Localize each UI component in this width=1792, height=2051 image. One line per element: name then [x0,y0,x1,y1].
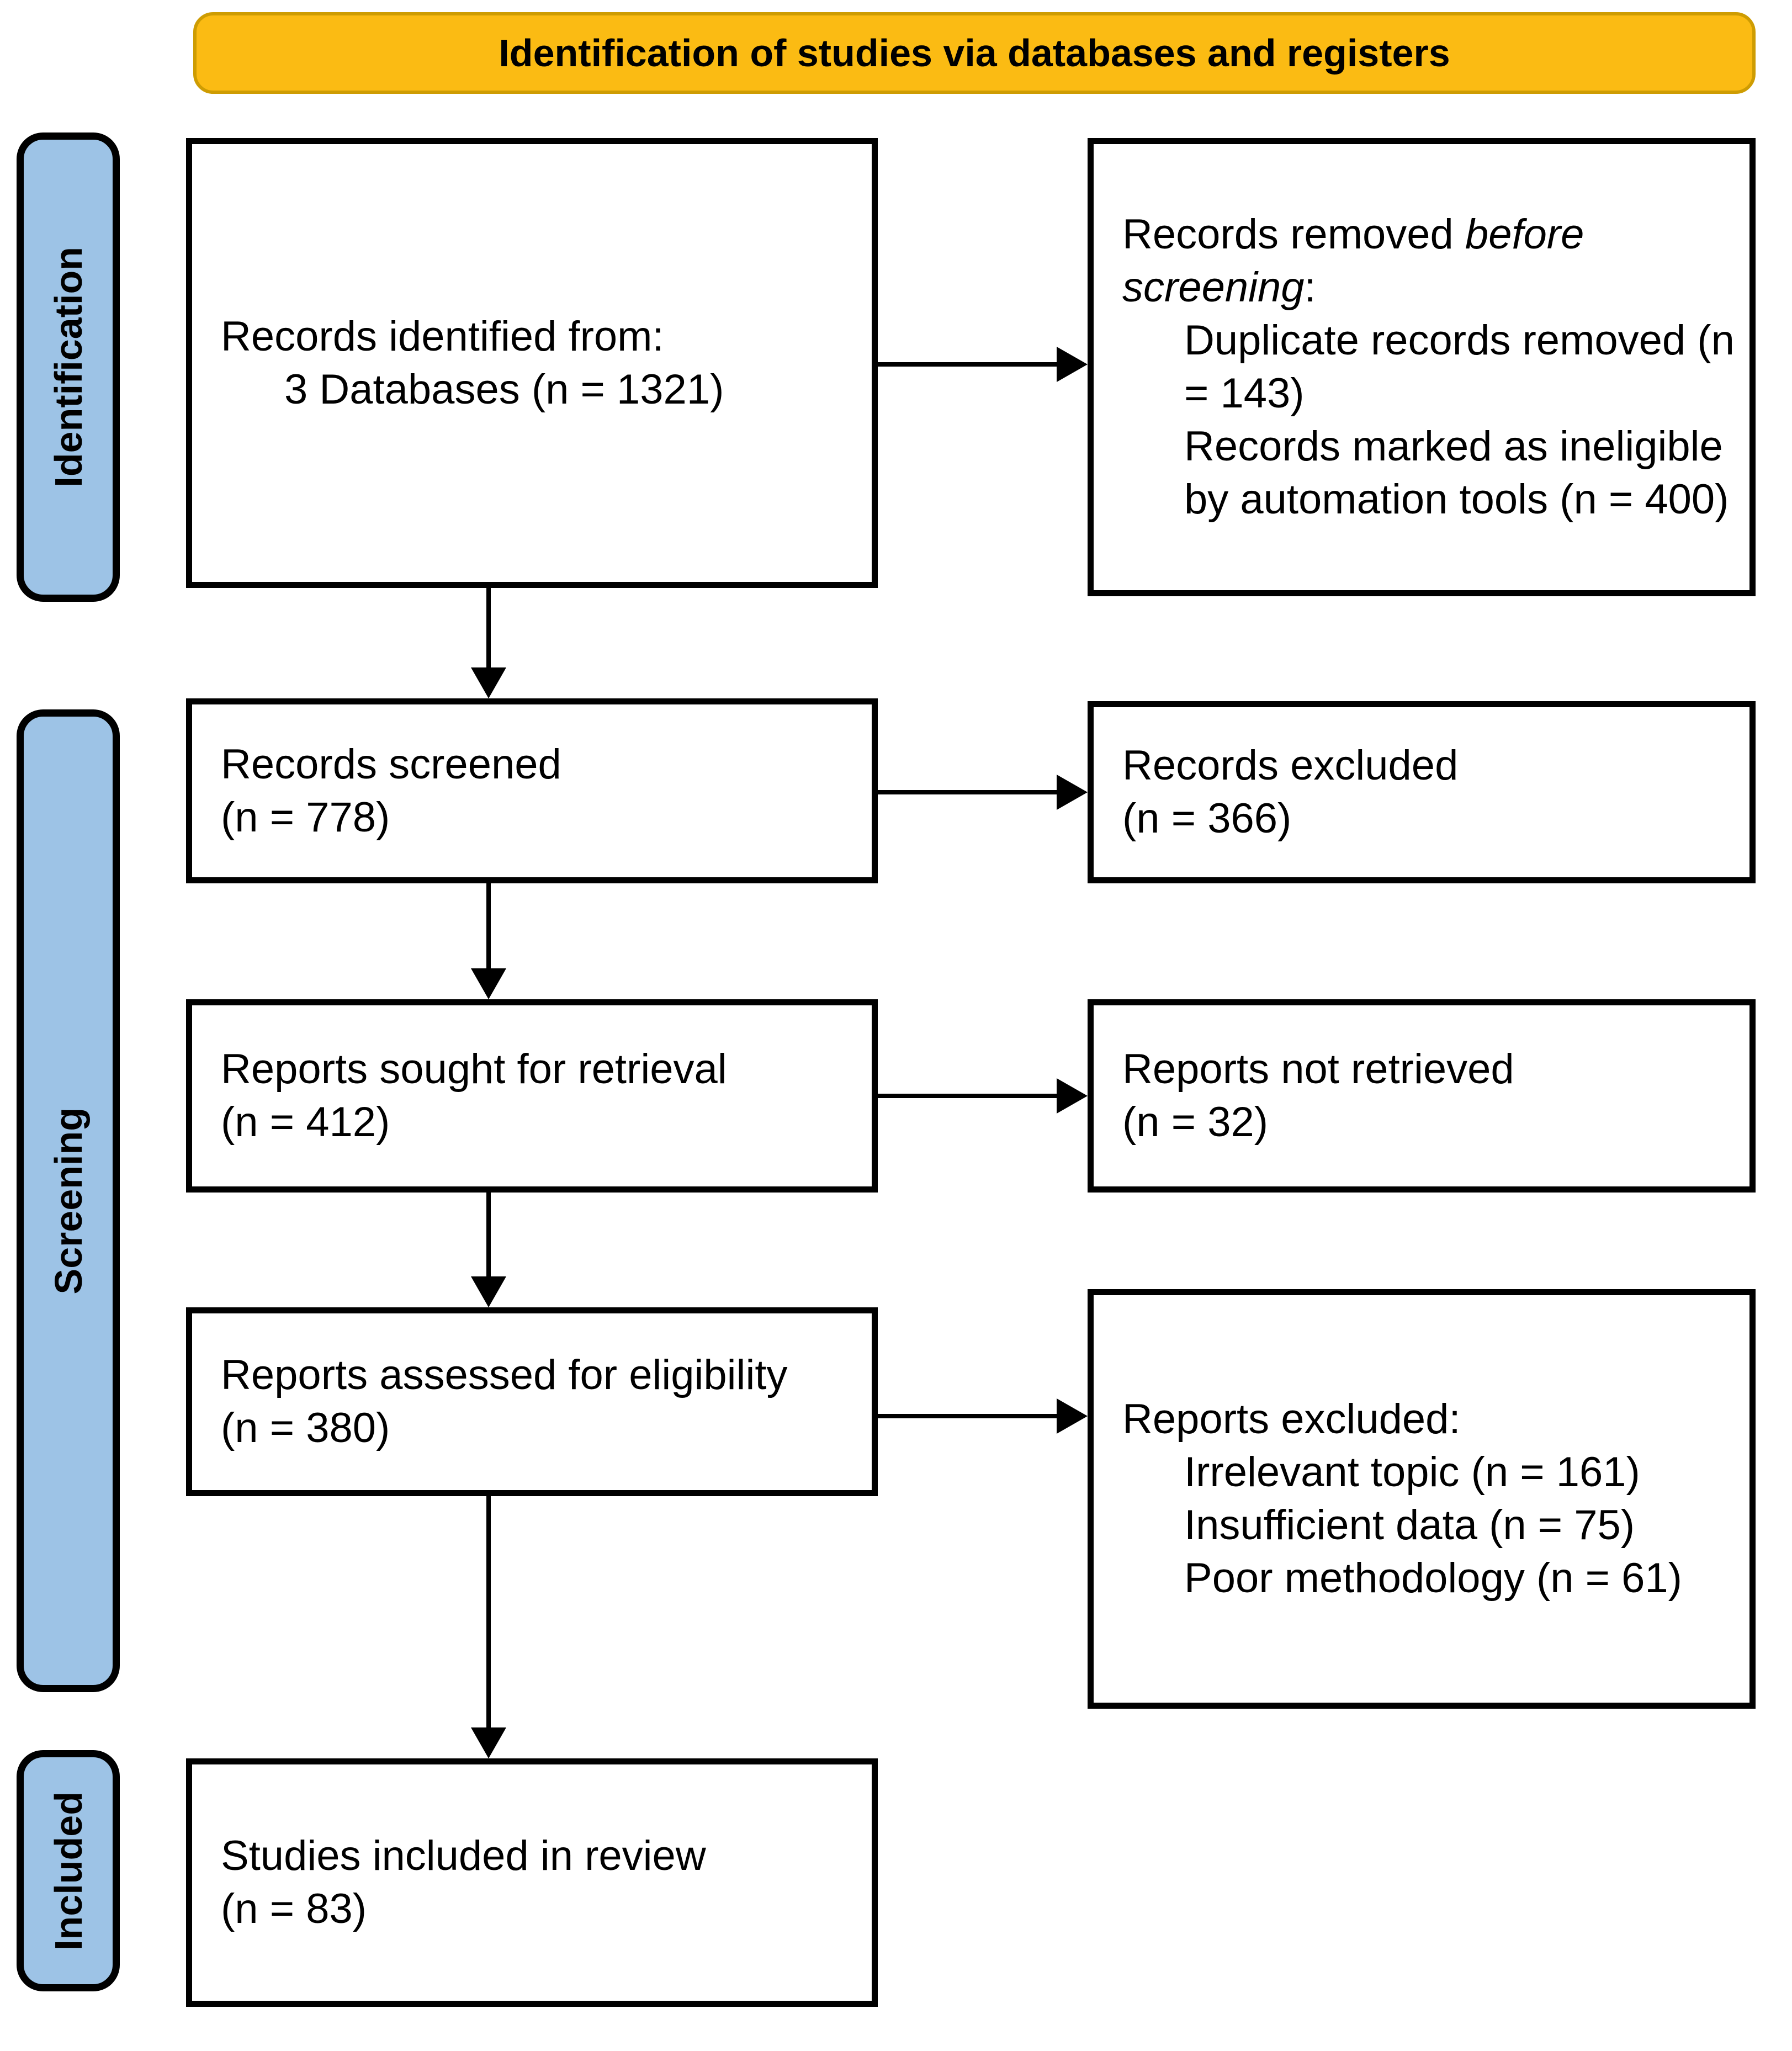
reports-not-retrieved-title: Reports not retrieved [1122,1046,1514,1093]
box-records-removed: Records removed before screening: Duplic… [1088,138,1756,596]
records-excluded-count: (n = 366) [1122,795,1292,842]
reports-sought-count: (n = 412) [221,1099,390,1146]
arrowhead-right-to-excluded-icon [1057,775,1088,810]
records-removed-heading-italic: before screening [1122,211,1584,311]
records-identified-detail: 3 Databases (n = 1321) [284,365,724,413]
records-removed-heading: Records removed before screening: [1122,208,1738,314]
reports-assessed-count: (n = 380) [221,1405,390,1451]
box-records-excluded: Records excluded (n = 366) [1088,701,1756,883]
reports-excluded-item-insufficient: Insufficient data (n = 75) [1184,1502,1635,1549]
box-reports-sought: Reports sought for retrieval (n = 412) [186,999,878,1193]
reports-sought-title: Reports sought for retrieval [221,1046,727,1093]
arrow-line-sought-to-assessed [486,1193,491,1277]
box-reports-excluded: Reports excluded: Irrelevant topic (n = … [1088,1289,1756,1709]
reports-excluded-item-methodology: Poor methodology (n = 61) [1184,1555,1682,1602]
arrowhead-down-to-sought-icon [471,968,506,999]
arrow-line-screened-to-sought [486,883,491,969]
stage-bar-identification: Identification [17,133,120,602]
box-reports-not-retrieved: Reports not retrieved (n = 32) [1088,999,1756,1193]
arrow-line-assessed-to-included [486,1496,491,1728]
studies-included-count: (n = 83) [221,1885,367,1932]
stage-label-identification: Identification [46,247,90,487]
arrow-line-sought-to-not-retrieved [878,1094,1057,1098]
stage-label-screening: Screening [46,1107,90,1295]
records-screened-title: Records screened [221,740,561,788]
records-excluded-title: Records excluded [1122,742,1459,789]
reports-not-retrieved-count: (n = 32) [1122,1099,1269,1146]
records-removed-heading-suffix: : [1304,264,1316,311]
box-records-identified: Records identified from: 3 Databases (n … [186,138,878,588]
banner-title: Identification of studies via databases … [499,31,1450,75]
records-screened-count: (n = 778) [221,793,390,841]
records-removed-item-duplicates: Duplicate records removed (n = 143) [1184,317,1735,417]
studies-included-title: Studies included in review [221,1832,706,1879]
banner-identification-of-studies: Identification of studies via databases … [193,12,1756,94]
arrowhead-right-to-reports-excluded-icon [1057,1398,1088,1434]
stage-bar-included: Included [17,1750,120,1991]
arrow-line-assessed-to-reports-excluded [878,1414,1057,1418]
arrow-line-identified-to-removed [878,362,1057,367]
arrowhead-right-to-not-retrieved-icon [1057,1078,1088,1114]
records-identified-heading: Records identified from: [221,312,664,360]
arrow-line-screened-to-excluded [878,790,1057,794]
arrowhead-right-to-removed-icon [1057,347,1088,382]
box-reports-assessed: Reports assessed for eligibility (n = 38… [186,1307,878,1496]
arrowhead-down-to-included-icon [471,1727,506,1758]
arrowhead-down-to-screened-icon [471,667,506,698]
records-removed-item-automation: Records marked as ineligible by automati… [1184,423,1729,523]
arrowhead-down-to-assessed-icon [471,1276,506,1307]
reports-assessed-title: Reports assessed for eligibility [221,1352,788,1398]
stage-bar-screening: Screening [17,709,120,1692]
reports-excluded-heading: Reports excluded: [1122,1396,1461,1443]
arrow-line-identified-to-screened [486,588,491,668]
box-studies-included: Studies included in review (n = 83) [186,1758,878,2007]
box-records-screened: Records screened (n = 778) [186,698,878,883]
records-removed-heading-prefix: Records removed [1122,211,1465,258]
reports-excluded-item-irrelevant: Irrelevant topic (n = 161) [1184,1449,1640,1496]
stage-label-included: Included [46,1791,90,1951]
